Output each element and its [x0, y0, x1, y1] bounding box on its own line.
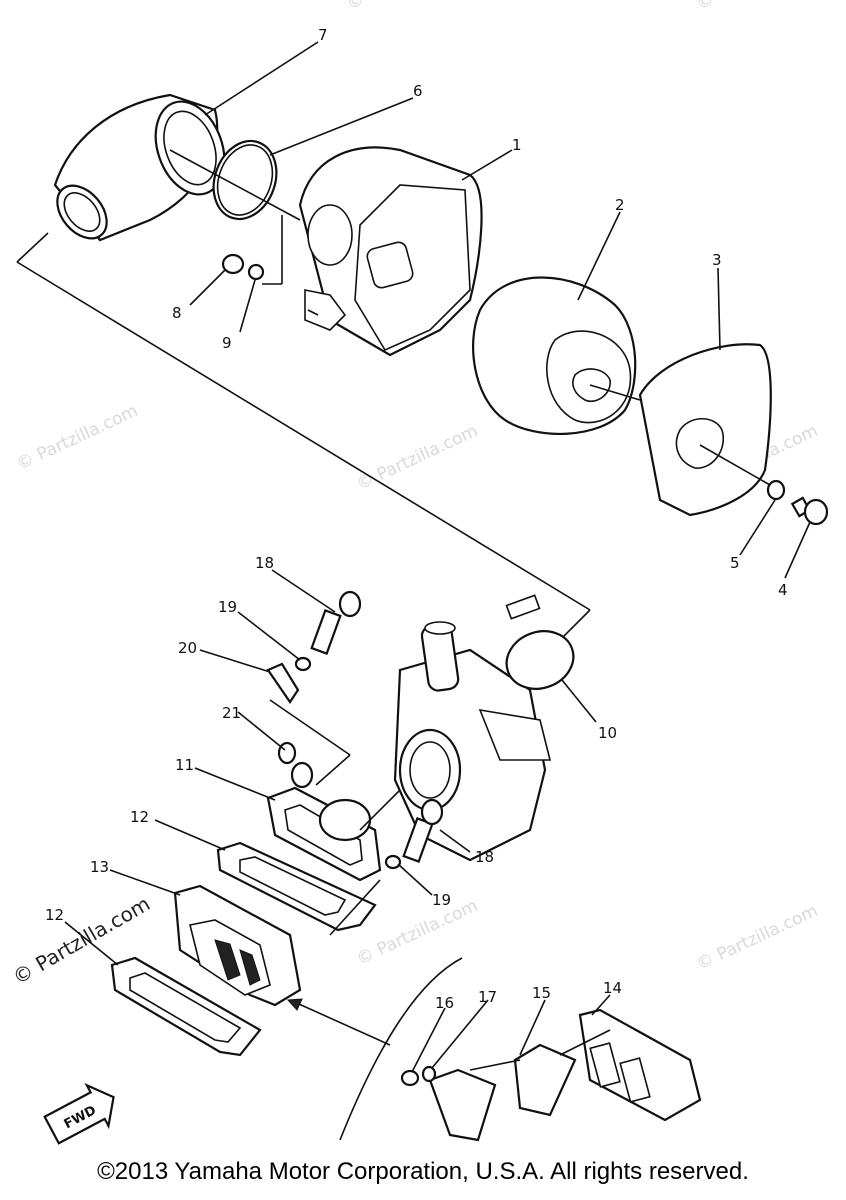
callout-14: 14 [603, 979, 622, 997]
reed-block-detail [578, 1008, 702, 1122]
arrow-head [286, 998, 303, 1011]
callout-21: 21 [222, 704, 241, 722]
callout-18: 18 [255, 554, 274, 572]
fwd-arrow: FWD [43, 1083, 115, 1145]
reed-screw [400, 1069, 420, 1087]
cover-bolt [790, 496, 829, 526]
watermark: © Partzilla.com [14, 401, 141, 475]
callout-5: 5 [730, 554, 740, 572]
callouts: 7 6 1 2 3 8 9 5 4 18 19 20 21 10 11 12 1… [45, 26, 811, 1073]
callout-9: 9 [222, 334, 232, 352]
callout-2: 2 [615, 196, 625, 214]
watermark: © Partzilla.com [694, 901, 821, 975]
filter-cover [638, 343, 772, 517]
callout-18-lower: 18 [475, 848, 494, 866]
air-filter-element [472, 276, 637, 435]
intake-elbow-boot [53, 93, 226, 242]
callout-20: 20 [178, 639, 197, 657]
watermark: © Partzilla.com [354, 421, 481, 495]
cover-washer [766, 479, 786, 501]
hose-clamp [505, 630, 575, 690]
callout-1: 1 [512, 136, 522, 154]
callout-8: 8 [172, 304, 182, 322]
reed-petal [428, 1043, 577, 1142]
watermark: © Partzilla.com [344, 0, 471, 15]
bracket [266, 662, 300, 704]
lock-washer-lower [384, 854, 402, 870]
callout-12-upper: 12 [130, 808, 149, 826]
lock-washer-upper [294, 656, 312, 672]
watermark: © Partzilla.com [694, 0, 821, 15]
detail-arrow [289, 999, 391, 1046]
callout-4: 4 [778, 581, 788, 599]
reed-washer [421, 1065, 437, 1083]
gasket-upper [216, 841, 377, 932]
callout-3: 3 [712, 251, 722, 269]
callout-15: 15 [532, 984, 551, 1002]
air-filter-case [298, 146, 483, 357]
callout-19: 19 [218, 598, 237, 616]
callout-19-lower: 19 [432, 891, 451, 909]
detail-bracket [339, 957, 463, 1141]
callout-12-lower: 12 [45, 906, 64, 924]
nut [221, 253, 245, 275]
washer [247, 263, 265, 281]
callout-16: 16 [435, 994, 454, 1012]
gasket-lower [110, 956, 262, 1057]
bolt-upper [310, 590, 362, 655]
callout-7: 7 [318, 26, 328, 44]
callout-11: 11 [175, 756, 194, 774]
bolt-lower [402, 798, 444, 863]
callout-10: 10 [598, 724, 617, 742]
copyright-notice: ©2013 Yamaha Motor Corporation, U.S.A. A… [97, 1158, 749, 1185]
callout-17: 17 [478, 988, 497, 1006]
insulator [266, 786, 382, 882]
callout-13: 13 [90, 858, 109, 876]
callout-6: 6 [413, 82, 423, 100]
reed-valve-block [173, 884, 302, 1007]
